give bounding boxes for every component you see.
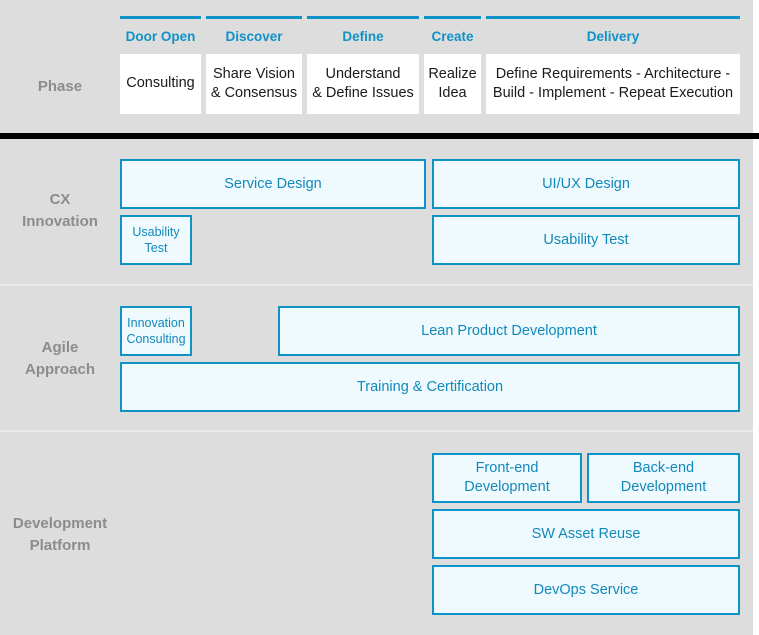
cx-box-usability-test-right[interactable]: Usability Test — [432, 215, 740, 265]
agile-box-training-certification[interactable]: Training & Certification — [120, 362, 740, 412]
row-label-development-platform: Development Platform — [0, 513, 120, 557]
row-label-phase: Phase — [37, 78, 83, 95]
phase-cell-define: Understand & Define Issues — [307, 54, 419, 114]
row-label-agile-line1: Agile — [41, 339, 79, 356]
phase-header-delivery: Delivery — [486, 16, 740, 50]
dev-box-back-end-development[interactable]: Back-end Development — [587, 453, 740, 503]
phase-cell-discover-line2: & Consensus — [210, 85, 298, 101]
dev-box-back-end-line2: Development — [620, 479, 707, 495]
phase-cell-discover-line1: Share Vision — [213, 65, 295, 82]
agile-box-innovation-consulting-line2: Consulting — [126, 332, 186, 346]
phase-cell-create: Realize Idea — [424, 54, 481, 114]
phase-cell-delivery: Define Requirements - Architecture - Bui… — [486, 54, 740, 114]
phase-cell-create-line1: Realize — [428, 65, 477, 82]
dev-box-front-end-line2: Development — [464, 479, 550, 495]
phase-section-divider — [0, 133, 759, 139]
cx-box-usability-test-left[interactable]: Usability Test — [120, 215, 192, 265]
phase-cell-door-open-line1: Consulting — [126, 75, 195, 92]
row-label-cx-innovation-line2: Innovation — [22, 212, 98, 230]
agile-box-innovation-consulting-line1: Innovation — [127, 315, 185, 330]
cx-agile-divider — [0, 284, 753, 286]
row-label-dev-line1: Development — [12, 515, 108, 532]
row-label-dev-line2: Platform — [29, 536, 91, 554]
phase-cell-define-line2: & Define Issues — [312, 85, 414, 101]
dev-box-back-end-line1: Back-end — [632, 460, 695, 477]
row-label-agile-line2: Approach — [24, 360, 95, 378]
agile-box-innovation-consulting[interactable]: Innovation Consulting — [120, 306, 192, 356]
phase-header-door-open: Door Open — [120, 16, 201, 50]
phase-header-create: Create — [424, 16, 481, 50]
row-label-cx-innovation: CX Innovation — [0, 189, 120, 233]
phase-cell-delivery-line2: Build - Implement - Repeat Execution — [492, 85, 734, 101]
phase-header-define: Define — [307, 16, 419, 50]
dev-box-devops-service[interactable]: DevOps Service — [432, 565, 740, 615]
agile-box-lean-product-development[interactable]: Lean Product Development — [278, 306, 740, 356]
cx-box-usability-test-left-line1: Usability — [132, 224, 180, 239]
row-label-agile-approach: Agile Approach — [0, 337, 120, 381]
agile-dev-divider — [0, 430, 753, 432]
dev-box-sw-asset-reuse[interactable]: SW Asset Reuse — [432, 509, 740, 559]
cx-box-ui-ux-design[interactable]: UI/UX Design — [432, 159, 740, 209]
cx-box-usability-test-left-line2: Test — [144, 241, 168, 255]
dev-box-front-end-development[interactable]: Front-end Development — [432, 453, 582, 503]
phase-cell-define-line1: Understand — [325, 65, 401, 82]
phase-header-discover: Discover — [206, 16, 302, 50]
phase-cell-create-line2: Idea — [438, 85, 467, 101]
cx-box-service-design[interactable]: Service Design — [120, 159, 426, 209]
phase-cell-discover: Share Vision & Consensus — [206, 54, 302, 114]
dev-box-front-end-line1: Front-end — [475, 460, 539, 477]
row-label-cx-innovation-line1: CX — [49, 191, 71, 208]
phase-cell-delivery-line1: Define Requirements - Architecture - — [495, 65, 731, 82]
phase-cell-door-open: Consulting — [120, 54, 201, 114]
